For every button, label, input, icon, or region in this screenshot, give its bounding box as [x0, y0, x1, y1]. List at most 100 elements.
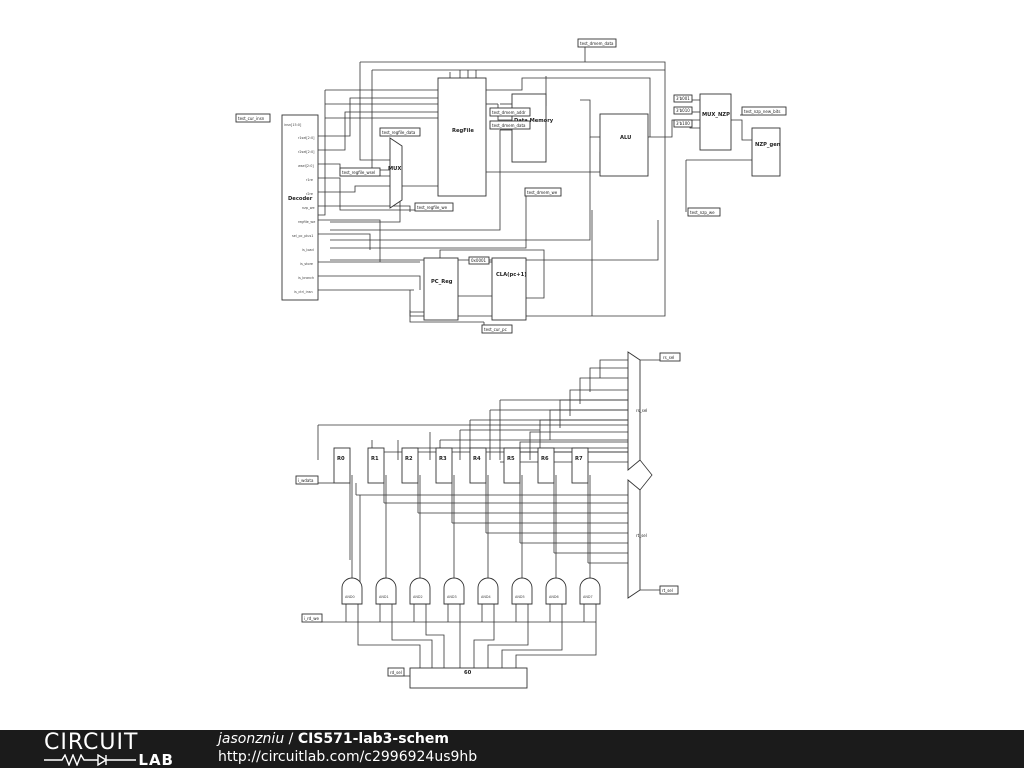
alu-block: ALU [599, 113, 649, 177]
footer-title-line: jasonzniu / CIS571-lab3-schem [218, 731, 477, 748]
schematic-canvas: Decoder insn[15:0] r1sel[2:0] r2sel[2:0]… [235, 38, 787, 689]
and-gate-0 [341, 577, 363, 605]
and-gate-row: AND0 AND1 AND2 AND3 AND4 AND5 AND6 AND7 [341, 577, 601, 605]
circuitlab-logo[interactable]: CIRCUIT LAB [44, 730, 174, 769]
and-gate-1 [375, 577, 397, 605]
regfile-title: RegFile [452, 128, 474, 134]
rt-mux [627, 479, 641, 599]
register-r2 [401, 447, 419, 484]
cla-block: CLA(pc+1) [491, 257, 527, 321]
and-gate-6 [545, 577, 567, 605]
resistor-diode-icon [44, 754, 136, 766]
and-gate-7 [579, 577, 601, 605]
and-gate-1-label: AND1 [379, 595, 389, 599]
register-r7-label: R7 [575, 456, 583, 462]
logo-text-lab: LAB [138, 751, 174, 769]
decoder-pin-r2re: r2re [306, 192, 313, 196]
logo-text-circuit: CIRCUIT [44, 730, 139, 755]
decoder-pin-is-load: is_load [302, 248, 314, 252]
decoder-pin-is-store: is_store [300, 262, 313, 266]
and-gate-2 [409, 577, 431, 605]
label-test-regfile-wsel: test_regfile_wsel [342, 170, 375, 175]
register-r0-label: R0 [337, 456, 345, 462]
and-gate-3-label: AND3 [447, 595, 457, 599]
register-r7 [571, 447, 589, 484]
decoder-pin-r2sel: r2sel[2:0] [298, 150, 315, 154]
and-gate-3 [443, 577, 465, 605]
nzp-gen-title: NZP_gen [755, 142, 781, 148]
decoder-title: Decoder [288, 196, 313, 202]
and-gate-0-label: AND0 [345, 595, 355, 599]
label-test-nzp-new-bits: test_nzp_new_bits [744, 109, 780, 114]
and-gate-4 [477, 577, 499, 605]
footer-project[interactable]: CIS571-lab3-schem [297, 731, 449, 747]
decoder-pin-regfile-we: regfile_we [298, 220, 315, 224]
data-memory-title: Data Memory [514, 118, 554, 124]
small-mux-title: MUX [388, 166, 401, 172]
rd-decoder-title: 60 [464, 670, 472, 676]
top-net-labels: test_cur_insn test_dmem_data test_regfil… [235, 38, 787, 334]
mux-nzp-block: MUX_NZP [699, 93, 732, 151]
label-rt-sel: rt_sel [662, 588, 673, 593]
mux-nzp-title: MUX_NZP [702, 112, 730, 118]
small-mux-block: MUX [388, 137, 403, 209]
register-r1-label: R1 [371, 456, 379, 462]
decoder-pin-insn: insn[15:0] [284, 123, 302, 127]
register-r3-label: R3 [439, 456, 447, 462]
cla-title: CLA(pc+1) [496, 272, 527, 278]
label-test-cur-insn: test_cur_insn [238, 116, 265, 121]
label-i-wdata: i_wdata [298, 478, 314, 483]
label-const-001: 3'b001 [676, 96, 690, 101]
regfile-block: RegFile [437, 77, 487, 197]
and-gate-6-label: AND6 [549, 595, 559, 599]
register-r5-label: R5 [507, 456, 515, 462]
label-rs-sel: rs_sel [663, 355, 674, 360]
register-row: R0 R1 R2 R3 R4 R5 R6 R7 [333, 447, 589, 484]
label-const-010: 3'b010 [676, 108, 690, 113]
and-gate-7-label: AND7 [583, 595, 593, 599]
read-mux-blocks [627, 351, 653, 599]
decoder-pin-is-ctrl: is_ctrl_insn [294, 290, 313, 294]
footer-text: jasonzniu / CIS571-lab3-schem http://cir… [218, 731, 477, 766]
footer-url[interactable]: http://circuitlab.com/c2996924us9hb [218, 749, 478, 765]
nzp-gen-block: NZP_gen [751, 127, 781, 177]
and-gate-5-label: AND5 [515, 595, 525, 599]
register-r1 [367, 447, 385, 484]
decoder-pin-r1re: r1re [306, 178, 313, 182]
register-r4-label: R4 [473, 456, 481, 462]
bottom-wires [300, 359, 660, 677]
label-test-dmem-we: test_dmem_we [527, 190, 558, 195]
decoder-pin-nzp-we: nzp_we [302, 206, 315, 210]
label-test-regfile-data: test_regfile_data [382, 130, 416, 135]
register-r2-label: R2 [405, 456, 413, 462]
register-r6-label: R6 [541, 456, 549, 462]
decoder-pin-r1sel: r1sel[2:0] [298, 136, 315, 140]
label-test-cur-pc: test_cur_pc [484, 327, 507, 332]
label-test-dmem-data: test_dmem_data [580, 41, 614, 46]
label-rt-sel-inner: rt_sel [636, 533, 647, 538]
footer-user[interactable]: jasonzniu [218, 731, 285, 747]
label-rd-sel: rd_sel [390, 670, 402, 675]
label-test-regfile-we: test_regfile_we [417, 205, 448, 210]
label-test-dmem-addr: test_dmem_addr [492, 110, 526, 115]
label-const-100: 3'b100 [676, 121, 690, 126]
and-gate-4-label: AND4 [481, 595, 491, 599]
decoder-block: Decoder insn[15:0] r1sel[2:0] r2sel[2:0]… [281, 114, 319, 301]
register-r6 [537, 447, 555, 484]
label-test-nzp-we: test_nzp_we [690, 210, 715, 215]
register-r5 [503, 447, 521, 484]
register-r0 [333, 447, 351, 484]
register-r3 [435, 447, 453, 484]
pc-reg-title: PC_Reg [431, 279, 453, 285]
footer-separator: / [284, 731, 298, 747]
label-test-dmem-data-2: test_dmem_data [492, 123, 526, 128]
footer-bar: CIRCUIT LAB jasonzniu / CIS571-lab3-sche… [0, 730, 1024, 769]
decoder-pin-sel-pc: sel_pc_plus1 [292, 234, 313, 238]
pc-reg-block: PC_Reg [423, 257, 459, 321]
decoder-pin-wsel: wsel[2:0] [298, 164, 314, 168]
decoder-pin-is-branch: is_branch [298, 276, 314, 280]
rd-decoder-block: 60 [409, 667, 528, 689]
top-wires [315, 47, 755, 328]
label-const-0001: 0x0001 [471, 258, 487, 263]
alu-title: ALU [620, 135, 631, 141]
